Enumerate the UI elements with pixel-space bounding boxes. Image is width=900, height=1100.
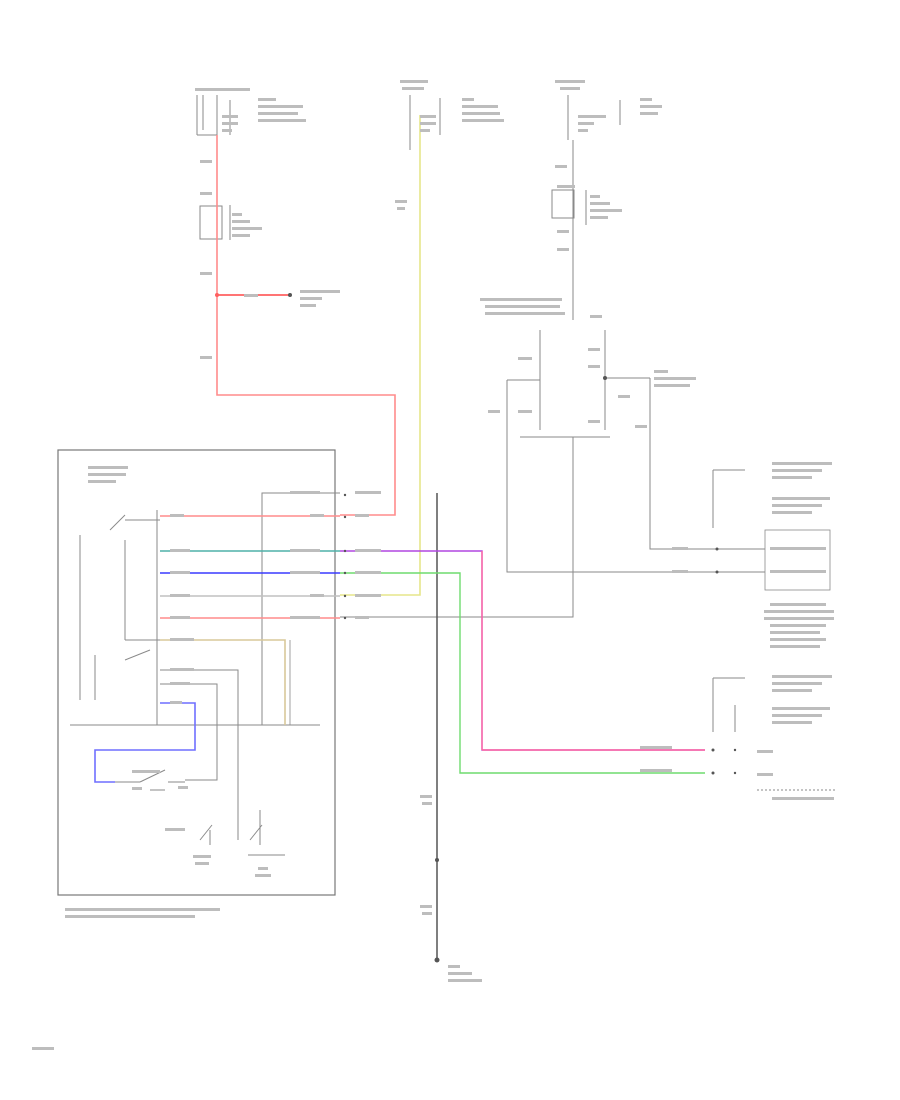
wire-tan-pin xyxy=(160,639,291,725)
wire-yellow-main xyxy=(340,115,421,596)
lower-switch xyxy=(115,769,185,791)
page-label: ??? xyxy=(0,0,6,1)
wire-lightblue-loop xyxy=(94,702,196,783)
wire-blue-pin xyxy=(160,572,705,774)
wire-grey-lower xyxy=(160,669,239,840)
fuse-source-right xyxy=(567,95,621,140)
switch-bottom-right xyxy=(248,810,285,856)
relay-connector-right xyxy=(551,189,587,225)
page-code-block xyxy=(32,1047,54,1050)
switch-bottom-left xyxy=(199,824,213,845)
fuse-source-center xyxy=(409,95,441,150)
relay-connector-left xyxy=(199,205,231,240)
wire-teal-pin xyxy=(160,550,705,751)
connector-right-upper xyxy=(712,469,831,591)
label-blocks xyxy=(32,80,834,1050)
control-unit-box xyxy=(57,449,336,896)
wire-red-main xyxy=(215,135,396,516)
harness-bus xyxy=(261,492,440,963)
connector-right-lower xyxy=(712,677,835,791)
connector-marks xyxy=(343,493,737,775)
